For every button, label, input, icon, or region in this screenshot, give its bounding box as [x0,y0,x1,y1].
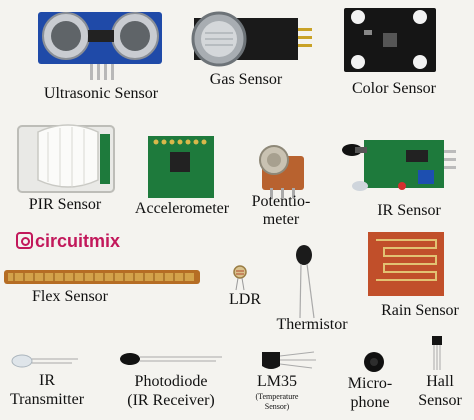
label-potentiometer-line2: meter [262,211,300,228]
brand-watermark: circuitmix [16,231,120,252]
ldr-image [233,265,247,291]
thermistor-image [296,245,315,319]
label-pir: PIR Sensor [28,196,102,213]
photodiode-image [120,353,222,365]
rain-sensor-image [368,232,444,296]
pir-sensor-image [17,124,115,193]
ir-transmitter-image [11,354,78,368]
label-accelerometer: Accelerometer [134,200,230,217]
hall-sensor-image [432,336,442,370]
label-lm35-small1: (Temperature [255,392,299,401]
label-lm35-small2: Sensor) [264,402,290,411]
accelerometer-image [148,136,214,198]
label-photodiode-line2: (IR Receiver) [127,392,215,409]
label-thermistor: Thermistor [276,316,348,333]
label-photodiode-line1: Photodiode [134,373,208,390]
label-ldr: LDR [229,291,261,308]
label-ir-transmitter-line1: IR [39,372,55,389]
label-hall-line2: Sensor [418,392,462,409]
instagram-icon [16,232,33,249]
color-sensor-image [344,8,436,72]
label-microphone-line1: Micro- [347,375,393,392]
label-ir-transmitter-line2: Transmitter [9,391,85,408]
ultrasonic-sensor-image [38,12,162,80]
potentiometer-image [259,145,304,198]
ir-sensor-image [342,140,456,191]
label-rain: Rain Sensor [381,302,459,319]
label-color: Color Sensor [352,80,436,97]
label-gas: Gas Sensor [209,71,283,88]
lm35-image [262,351,316,369]
label-flex: Flex Sensor [32,288,108,305]
label-ir-sensor: IR Sensor [377,202,441,219]
brand-handle: circuitmix [35,231,121,251]
label-microphone-line2: phone [350,394,390,411]
label-potentiometer-line1: Potentio- [251,193,311,210]
label-ultrasonic: Ultrasonic Sensor [43,85,159,102]
label-hall-line1: Hall [426,373,454,390]
flex-sensor-image [4,270,200,284]
gas-sensor-image [191,11,312,67]
label-lm35: LM35 [257,373,297,390]
microphone-image [364,352,384,372]
